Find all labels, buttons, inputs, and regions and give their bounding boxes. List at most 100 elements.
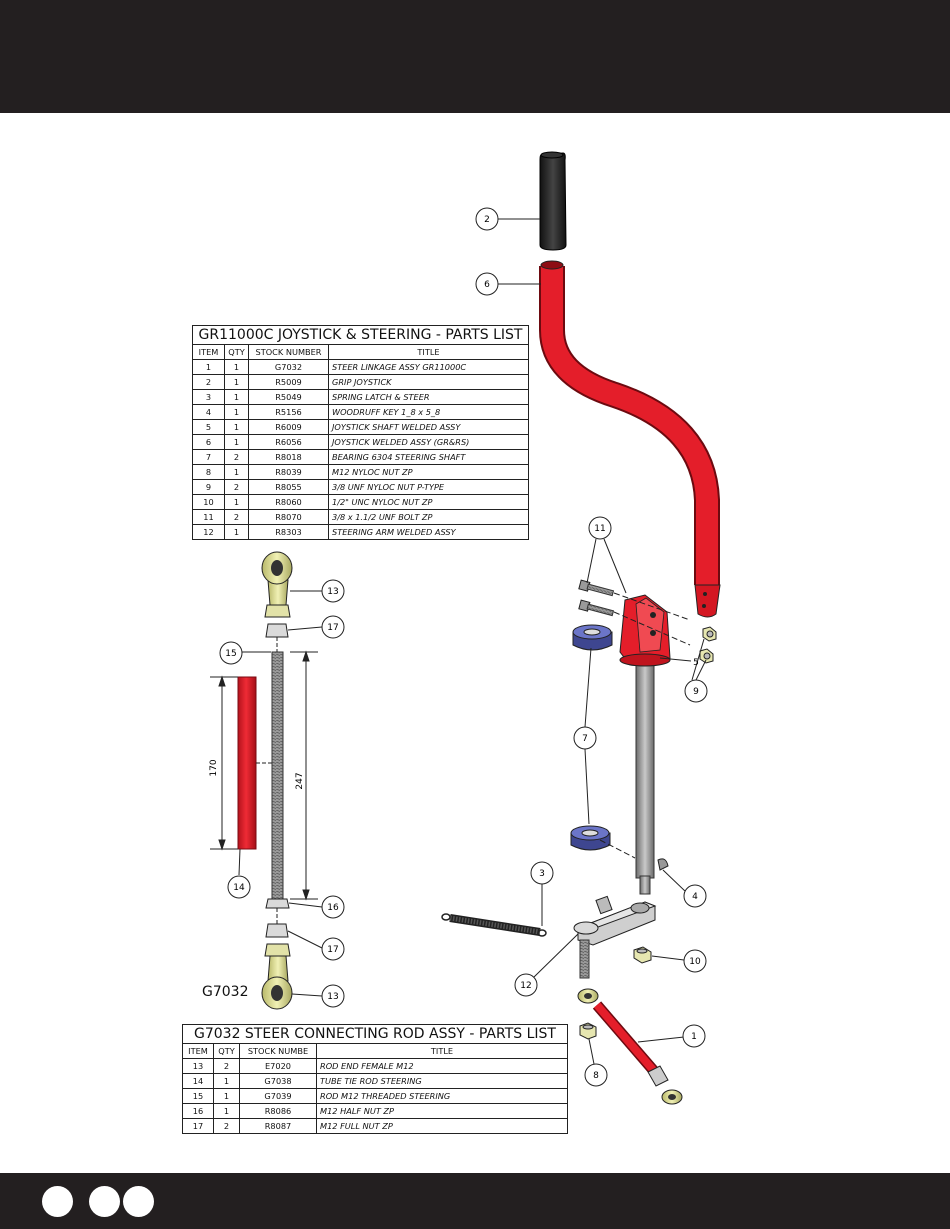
cell-qty: 2	[213, 1058, 240, 1074]
balloon-17-bottom: 17	[321, 937, 345, 961]
dimension-247: 247	[295, 772, 305, 789]
cell-qty: 2	[224, 449, 249, 465]
woodruff-key-part	[599, 839, 669, 871]
cell-title: 3/8 x 1.1/2 UNF BOLT ZP	[328, 509, 529, 525]
cell-item: 10	[192, 494, 225, 510]
cell-item: 7	[192, 449, 225, 465]
balloon-14: 14	[227, 875, 251, 899]
col-qty: QTY	[224, 344, 249, 360]
cell-qty: 1	[224, 374, 249, 390]
cell-title: GRIP JOYSTICK	[328, 374, 529, 390]
cell-title: SPRING LATCH & STEER	[328, 389, 529, 405]
cell-title: STEER LINKAGE ASSY GR11000C	[328, 359, 529, 375]
cell-title: STEERING ARM WELDED ASSY	[328, 524, 529, 540]
footer-circle	[123, 1186, 154, 1217]
svg-text:7: 7	[582, 734, 588, 744]
cell-qty: 1	[213, 1103, 240, 1119]
svg-text:1: 1	[691, 1032, 697, 1042]
balloon-15: 15	[219, 641, 243, 665]
cell-title: ROD END FEMALE M12	[316, 1058, 568, 1074]
cell-title: ROD M12 THREADED STEERING	[316, 1088, 568, 1104]
cell-stock-number: G7032	[248, 359, 329, 375]
header-bar	[0, 0, 950, 113]
svg-text:5: 5	[693, 658, 699, 668]
nyloc-nut-10-part	[633, 946, 652, 964]
cell-title: 3/8 UNF NYLOC NUT P-TYPE	[328, 479, 529, 495]
cell-stock-number: R8055	[248, 479, 329, 495]
svg-text:6: 6	[484, 280, 490, 290]
cell-item: 8	[192, 464, 225, 480]
svg-text:12: 12	[520, 981, 531, 991]
steering-arm-part	[573, 895, 657, 979]
nyloc-nut-8-part	[579, 1022, 597, 1040]
parts-list-main: GR11000C JOYSTICK & STEERING - PARTS LIS…	[192, 325, 529, 540]
balloon-16: 16	[321, 895, 345, 919]
cell-item: 17	[182, 1118, 214, 1134]
svg-text:17: 17	[327, 945, 338, 955]
cell-stock-number: R8086	[239, 1103, 317, 1119]
grip-joystick-part	[539, 151, 567, 251]
cell-qty: 2	[224, 479, 249, 495]
cell-qty: 1	[213, 1073, 240, 1089]
col-qty: QTY	[213, 1043, 240, 1059]
cell-stock-number: R8303	[248, 524, 329, 540]
cell-title: JOYSTICK WELDED ASSY (GR&RS)	[328, 434, 529, 450]
cell-title: BEARING 6304 STEERING SHAFT	[328, 449, 529, 465]
balloon-10: 10	[683, 949, 707, 973]
cell-title: WOODRUFF KEY 1_8 x 5_8	[328, 404, 529, 420]
cell-qty: 1	[224, 494, 249, 510]
cell-qty: 1	[224, 434, 249, 450]
leader-lines	[238, 218, 707, 1065]
cell-title: JOYSTICK SHAFT WELDED ASSY	[328, 419, 529, 435]
balloon-13-bottom: 13	[321, 984, 345, 1008]
cell-title: 1/2" UNC NYLOC NUT ZP	[328, 494, 529, 510]
cell-title: M12 HALF NUT ZP	[316, 1103, 568, 1119]
col-stock: STOCK NUMBER	[248, 344, 329, 360]
cell-title: M12 NYLOC NUT ZP	[328, 464, 529, 480]
cell-qty: 1	[224, 404, 249, 420]
footer-circle	[89, 1186, 120, 1217]
balloon-4: 4	[683, 884, 707, 908]
col-title: TITLE	[328, 344, 529, 360]
cell-qty: 2	[213, 1118, 240, 1134]
connecting-rod-assy	[237, 551, 293, 1010]
balloon-1: 1	[682, 1024, 706, 1048]
parts-list-rod: G7032 STEER CONNECTING ROD ASSY - PARTS …	[182, 1024, 568, 1134]
col-stock: STOCK NUMBE	[239, 1043, 317, 1059]
col-item: ITEM	[192, 344, 225, 360]
balloon-12: 12	[514, 973, 538, 997]
spring-part	[441, 913, 547, 937]
cell-stock-number: E7020	[239, 1058, 317, 1074]
cell-stock-number: R5009	[248, 374, 329, 390]
steer-linkage-part	[577, 988, 683, 1105]
cell-item: 9	[192, 479, 225, 495]
cell-stock-number: R8018	[248, 449, 329, 465]
balloon-17-top: 17	[321, 615, 345, 639]
svg-text:11: 11	[594, 524, 605, 534]
balloon-9: 9	[684, 679, 708, 703]
cell-item: 15	[182, 1088, 214, 1104]
col-item: ITEM	[182, 1043, 214, 1059]
cell-stock-number: R6009	[248, 419, 329, 435]
cell-item: 14	[182, 1073, 214, 1089]
svg-text:15: 15	[225, 649, 236, 659]
svg-text:14: 14	[233, 883, 245, 893]
balloon-7: 7	[573, 726, 597, 750]
cell-item: 6	[192, 434, 225, 450]
cell-stock-number: R8070	[248, 509, 329, 525]
cell-stock-number: R5049	[248, 389, 329, 405]
cell-stock-number: G7038	[239, 1073, 317, 1089]
joystick-tube-part	[539, 260, 721, 618]
parts-list-main-title: GR11000C JOYSTICK & STEERING - PARTS LIS…	[192, 325, 529, 345]
